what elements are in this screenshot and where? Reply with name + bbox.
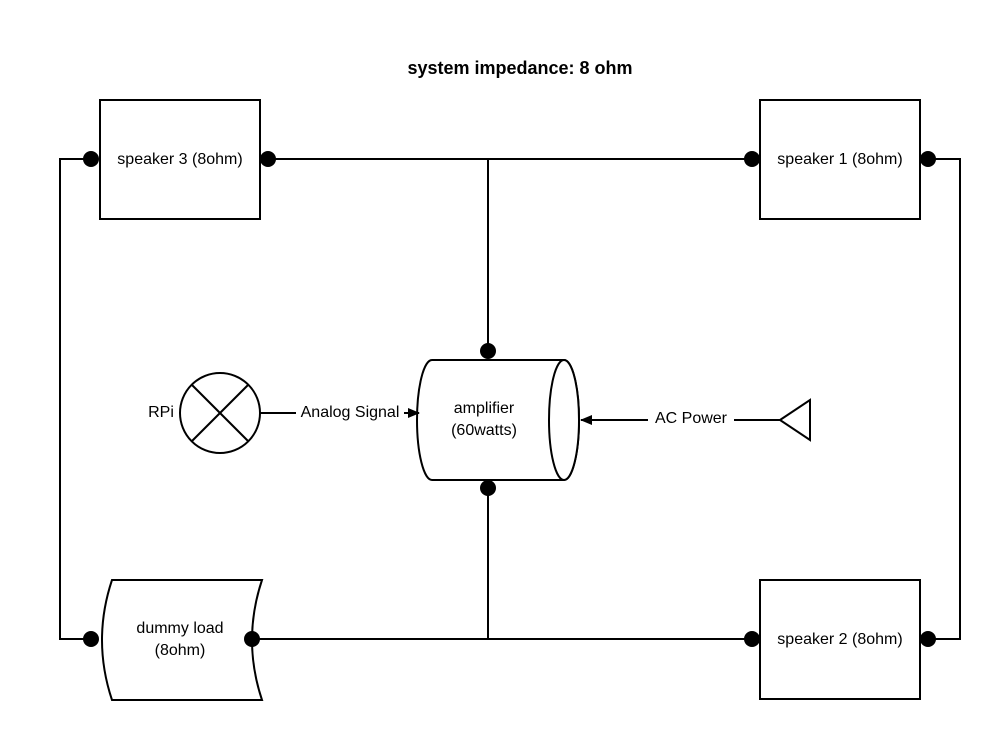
connection-points xyxy=(83,151,936,647)
wires xyxy=(59,158,961,640)
speaker-2-node: speaker 2 (8ohm) xyxy=(759,579,921,700)
dummy-load-right-terminal[interactable] xyxy=(244,631,260,647)
speaker-1-left-terminal[interactable] xyxy=(744,151,760,167)
speaker-1-box xyxy=(759,99,921,220)
speaker-2-box xyxy=(759,579,921,700)
speaker-3-label: speaker 3 (8ohm) xyxy=(117,151,242,168)
ac-power-label: AC Power xyxy=(655,410,728,427)
speaker-2-right-terminal[interactable] xyxy=(920,631,936,647)
triangle-source-icon xyxy=(778,398,811,442)
dummy-load-left-terminal[interactable] xyxy=(83,631,99,647)
speaker-3-left-terminal[interactable] xyxy=(83,151,99,167)
analog-signal-edge: Analog Signal xyxy=(260,400,420,422)
analog-signal-label: Analog Signal xyxy=(301,404,400,421)
dummy-load-label-line2: (8ohm) xyxy=(155,642,206,659)
amplifier-label-line1: amplifier xyxy=(454,400,515,417)
amplifier-top-terminal[interactable] xyxy=(480,343,496,359)
amplifier-end-cap xyxy=(548,359,580,481)
dummy-load-label-line1: dummy load xyxy=(136,620,223,637)
speaker-3-right-terminal[interactable] xyxy=(260,151,276,167)
amplifier-bottom-terminal[interactable] xyxy=(480,480,496,496)
lamp-cross-circle-icon xyxy=(179,372,261,454)
dummy-load-node: dummy load (8ohm) xyxy=(101,579,264,701)
speaker-1-right-terminal[interactable] xyxy=(920,151,936,167)
amplifier-node: amplifier (60watts) xyxy=(416,359,580,481)
rpi-node: RPi xyxy=(148,372,261,454)
speaker-3-box xyxy=(99,99,261,220)
speaker-2-label: speaker 2 (8ohm) xyxy=(777,631,902,648)
ac-power-edge: AC Power xyxy=(580,398,811,442)
diagram-title: system impedance: 8 ohm xyxy=(407,58,632,78)
wire-left-loop xyxy=(59,158,91,640)
amplifier-label-line2: (60watts) xyxy=(451,422,517,439)
wire-right-loop xyxy=(928,158,961,640)
speaker-3-node: speaker 3 (8ohm) xyxy=(99,99,261,220)
rpi-label: RPi xyxy=(148,404,174,421)
speaker-1-node: speaker 1 (8ohm) xyxy=(759,99,921,220)
speaker-1-label: speaker 1 (8ohm) xyxy=(777,151,902,168)
speaker-2-left-terminal[interactable] xyxy=(744,631,760,647)
dummy-load-shape xyxy=(101,579,264,701)
